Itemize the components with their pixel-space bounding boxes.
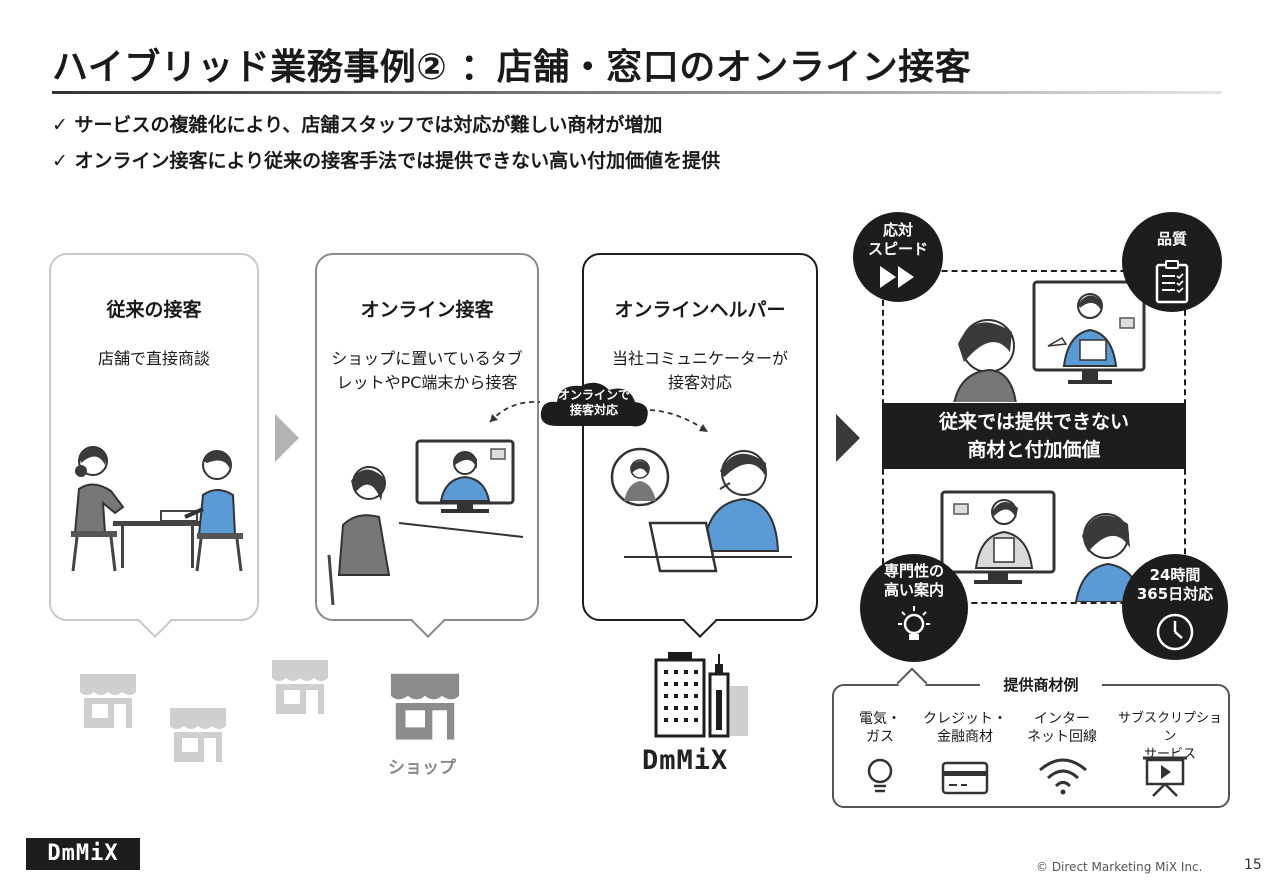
brand-logo-text: DmMiX [642, 745, 729, 776]
panel-online: オンライン接客 ショップに置いているタブレットやPC端末から接客 [315, 253, 539, 621]
panel-traditional: 従来の接客 店舗で直接商談 [49, 253, 259, 621]
page-title: ハイブリッド業務事例② ：店舗・窓口のオンライン接客 [52, 47, 972, 88]
flow-arrow-1 [275, 414, 299, 462]
panel-online-title: オンライン接客 [360, 299, 494, 321]
product-examples-title: 提供商材例 [980, 674, 1102, 695]
communicator-illustration [610, 447, 792, 573]
title-underline [52, 91, 1222, 94]
connection-arcs [489, 400, 709, 433]
office-building-icon [654, 652, 748, 738]
circle-expert: 専門性の高い案内 [860, 554, 968, 662]
checklist-icon [1155, 260, 1189, 304]
panel-helper-title: オンラインヘルパー [614, 299, 786, 321]
product-credit: クレジット・金融商材 [923, 711, 1007, 745]
fast-forward-icon [880, 266, 914, 288]
shop-icon-2 [170, 708, 226, 762]
wifi-icon [1039, 758, 1087, 795]
shop-icon-3 [272, 660, 328, 714]
panel-traditional-desc: 店舗で直接商談 [97, 349, 210, 368]
video-play-icon [1143, 756, 1187, 797]
lightbulb-icon [867, 758, 893, 793]
idea-bulb-icon [898, 606, 930, 640]
footer-logo: DmMiX [26, 838, 140, 870]
value-band: 従来では提供できない商材と付加価値 [882, 403, 1186, 469]
shop-icon-main [390, 673, 460, 740]
remote-support-illustration-top [953, 280, 1146, 402]
face-to-face-illustration [71, 446, 243, 572]
clock-icon [1156, 613, 1194, 651]
tablet-customer-illustration [327, 439, 524, 605]
copyright: © Direct Marketing MiX Inc. [1036, 860, 1203, 874]
cloud-label: オンラインで接客対応 [557, 388, 630, 417]
panel-helper-desc: 当社コミュニケーターが接客対応 [611, 349, 788, 392]
panel-online-desc: ショップに置いているタブレットやPC端末から接客 [331, 349, 523, 392]
page-number: 15 [1244, 857, 1262, 873]
cloud-icon [540, 382, 648, 427]
panel-helper: オンラインヘルパー 当社コミュニケーターが接客対応 [582, 253, 818, 621]
credit-card-icon [941, 761, 989, 795]
shop-icon-1 [80, 674, 136, 728]
circle-speed: 応対スピード [853, 212, 943, 302]
panel-traditional-title: 従来の接客 [106, 299, 202, 321]
bullet-1: ✓ サービスの複雑化により、店舗スタッフでは対応が難しい商材が増加 [52, 114, 663, 136]
product-internet: インターネット回線 [1027, 711, 1097, 745]
product-electric-gas: 電気・ガス [859, 711, 901, 745]
flow-arrow-2 [836, 414, 860, 462]
shop-label: ショップ [388, 758, 456, 778]
bullet-2: ✓ オンライン接客により従来の接客手法では提供できない高い付加価値を提供 [52, 150, 721, 172]
circle-quality: 品質 [1122, 212, 1222, 312]
